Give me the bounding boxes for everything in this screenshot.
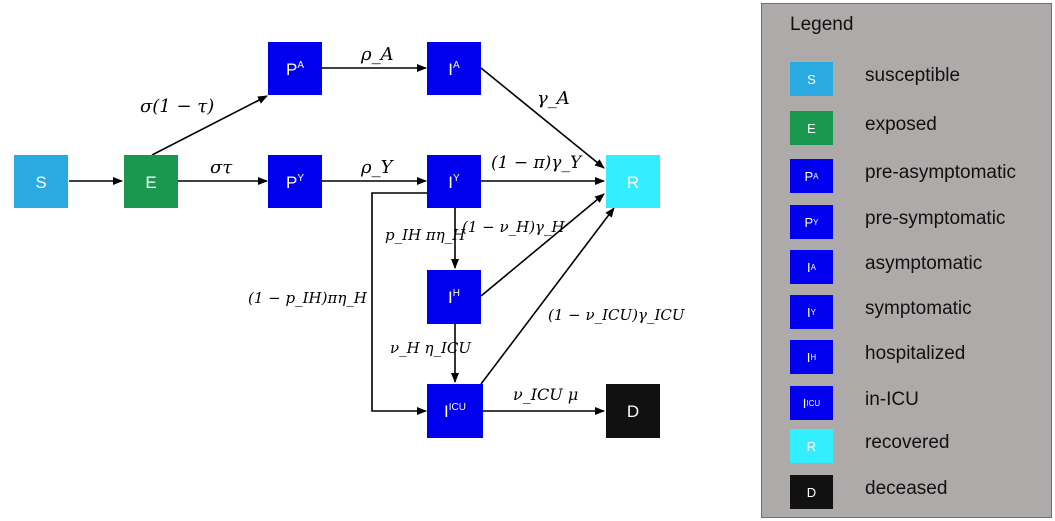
- svg-text:IA: IA: [448, 60, 460, 79]
- edge-ih-r: [480, 193, 605, 297]
- node-e: E: [124, 155, 178, 208]
- rate-pa-ia: ρ_A: [360, 44, 394, 65]
- svg-text:R: R: [627, 173, 639, 192]
- svg-text:E: E: [145, 173, 156, 192]
- node-iy: IY: [427, 155, 481, 208]
- node-ia: IA: [427, 42, 481, 95]
- node-r: R: [606, 155, 660, 208]
- svg-text:IH: IH: [448, 288, 460, 307]
- rate-py-iy: ρ_Y: [360, 157, 395, 178]
- legend-label: asymptomatic: [865, 253, 983, 274]
- node-d: D: [606, 384, 660, 438]
- legend-label: exposed: [865, 114, 937, 135]
- rate-e-py: στ: [210, 157, 233, 178]
- svg-text:PA: PA: [286, 60, 304, 79]
- edge-iy-icu: [371, 192, 427, 415]
- rate-ia-r: γ_A: [537, 88, 570, 109]
- rate-ih-icu: ν_H η_ICU: [390, 339, 472, 357]
- legend-label: hospitalized: [865, 343, 966, 364]
- edge-ia-r: [480, 67, 605, 169]
- legend-label: pre-asymptomatic: [865, 162, 1016, 183]
- node-icu: IICU: [427, 384, 483, 438]
- node-pa: PA: [268, 42, 322, 95]
- legend-swatch: D: [790, 475, 833, 509]
- svg-text:IICU: IICU: [444, 402, 466, 421]
- legend-label: pre-symptomatic: [865, 208, 1006, 229]
- rate-iy-r: (1 − π)γ_Y: [491, 153, 583, 173]
- legend-swatch: E: [790, 111, 833, 145]
- legend-label: deceased: [865, 478, 948, 499]
- rate-ih-r: (1 − ν_H)γ_H: [462, 218, 566, 236]
- node-py: PY: [268, 155, 322, 208]
- edge-icu-r: [480, 207, 615, 385]
- svg-text:PY: PY: [286, 173, 304, 192]
- svg-text:S: S: [35, 173, 46, 192]
- node-ih: IH: [427, 270, 481, 324]
- compartment-flow-diagram: S E PA PY IA IY IH IICU R D σ(1 − τ) στ …: [14, 42, 686, 438]
- svg-text:D: D: [627, 402, 639, 421]
- legend-label: symptomatic: [865, 298, 972, 319]
- rate-e-pa: σ(1 − τ): [140, 96, 214, 117]
- legend-title: Legend: [790, 14, 854, 35]
- edges: [69, 64, 615, 415]
- svg-text:IY: IY: [448, 173, 460, 192]
- node-s: S: [14, 155, 68, 208]
- legend-label: susceptible: [865, 65, 961, 86]
- rate-icu-d: ν_ICU μ: [513, 385, 578, 404]
- legend-swatch: R: [790, 429, 833, 463]
- edge-e-pa: [151, 95, 268, 156]
- legend-label: recovered: [865, 432, 950, 453]
- rate-iy-ih: p_IH πη_H: [385, 226, 466, 244]
- legend-swatch: S: [790, 62, 833, 96]
- rate-iy-icu: (1 − p_IH)πη_H: [248, 289, 368, 307]
- rate-icu-r: (1 − ν_ICU)γ_ICU: [548, 306, 686, 324]
- legend-label: in-ICU: [865, 389, 919, 410]
